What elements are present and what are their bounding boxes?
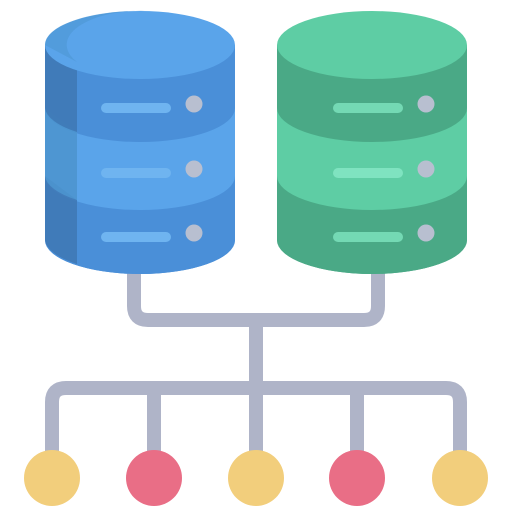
database-top-shade (44, 10, 150, 62)
blue-database-icon (44, 10, 235, 274)
network-nodes (24, 450, 488, 506)
drive-slot (333, 168, 403, 178)
node-1-icon (24, 450, 80, 506)
drive-slot (101, 168, 171, 178)
database-shade (45, 176, 77, 264)
node-4-icon (329, 450, 385, 506)
drive-slot (333, 103, 403, 113)
status-light-icon (417, 224, 435, 242)
drive-slot (101, 232, 171, 242)
drive-slot (333, 232, 403, 242)
database-top (277, 11, 467, 79)
green-database-icon (277, 11, 467, 274)
node-3-icon (228, 450, 284, 506)
node-2-icon (126, 450, 182, 506)
status-light-icon (417, 160, 435, 178)
database-top (45, 11, 235, 79)
status-light-icon (185, 95, 203, 113)
node-5-icon (432, 450, 488, 506)
drive-slot (101, 103, 171, 113)
status-light-icon (185, 160, 203, 178)
connector-lines (45, 268, 467, 455)
database-shade (45, 108, 77, 200)
database-link-line (127, 268, 385, 327)
status-light-icon (185, 224, 203, 242)
status-light-icon (417, 95, 435, 113)
